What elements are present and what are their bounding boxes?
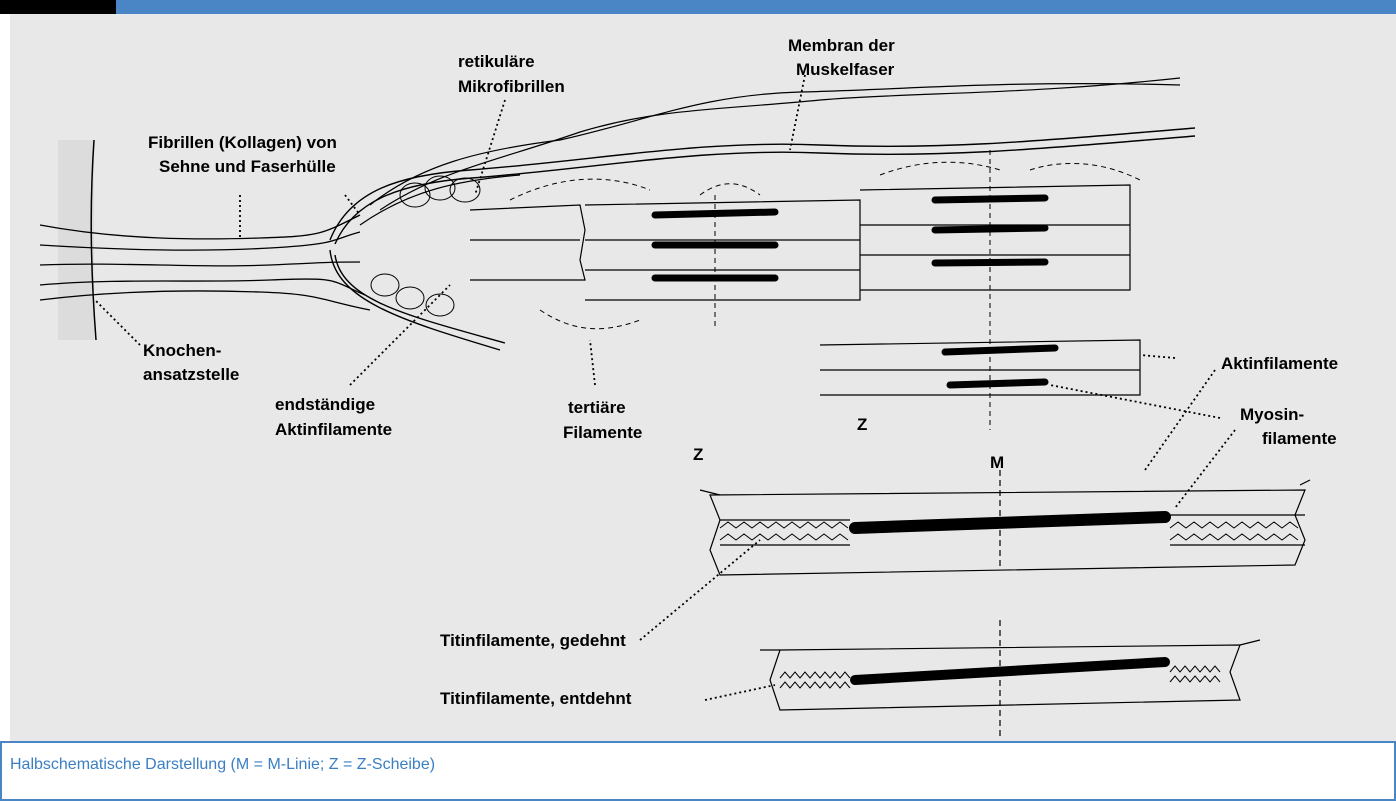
myosin-filament-relaxed [855,662,1165,680]
label-aktinfilamente: Aktinfilamente [1221,354,1338,373]
fiber-membrane [330,128,1195,350]
label-membran-1: Membran der [788,36,895,55]
label-z-upper: Z [857,415,867,434]
label-z-lower: Z [693,445,703,464]
label-tertiaere-1: tertiäre [568,398,626,417]
label-myosin-2: filamente [1262,429,1337,448]
bone-attachment [58,140,96,340]
sarcomere-relaxed [760,620,1260,740]
label-myosin-1: Myosin- [1240,405,1304,424]
label-fibrillen-1: Fibrillen (Kollagen) von [148,133,337,152]
label-endstaendige-2: Aktinfilamente [275,420,392,439]
label-titin-entdehnt: Titinfilamente, entdehnt [440,689,632,708]
label-endstaendige-1: endständige [275,395,375,414]
myosin-filament-stretched [855,517,1165,528]
label-tertiaere-2: Filamente [563,423,642,442]
label-knochen-1: Knochen- [143,341,221,360]
label-membran-2: Muskelfaser [796,60,895,79]
label-retikulaere-2: Mikrofibrillen [458,77,565,96]
reticular-loops [371,176,480,316]
label-titin-gedehnt: Titinfilamente, gedehnt [440,631,626,650]
upper-sarcomeres [470,185,1140,395]
label-fibrillen-2: Sehne und Faserhülle [159,157,336,176]
label-knochen-2: ansatzstelle [143,365,239,384]
label-retikulaere-1: retikuläre [458,52,535,71]
label-m-lower: M [990,453,1004,472]
sheath-fibrils [360,78,1180,225]
